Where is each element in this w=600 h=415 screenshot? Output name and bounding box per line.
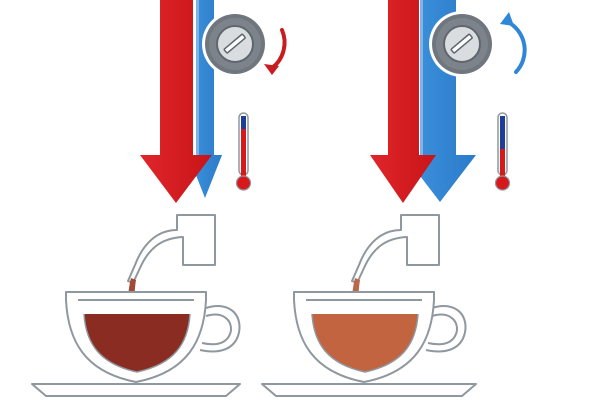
- valve-knob-icon[interactable]: [429, 11, 495, 77]
- rotation-arrow-icon: [264, 28, 287, 75]
- coffee-cup-icon: [31, 291, 241, 397]
- cold-water-arrow: [404, 0, 476, 202]
- spout-icon: [127, 214, 216, 284]
- coffee-cup-icon: [261, 291, 477, 397]
- panel-right: [261, 0, 527, 397]
- thermometer-icon: [235, 112, 252, 191]
- saucer: [31, 383, 241, 397]
- coffee-liquid: [312, 314, 418, 372]
- rotation-arrow-icon: [500, 12, 527, 74]
- hot-water-arrow: [140, 0, 212, 203]
- valve-knob-icon[interactable]: [202, 11, 268, 77]
- coffee-liquid: [84, 314, 190, 372]
- thermometer-icon: [494, 112, 511, 191]
- panel-left: [31, 0, 287, 397]
- spout-icon: [351, 214, 440, 284]
- saucer: [261, 383, 477, 397]
- hot-water-arrow: [370, 0, 436, 203]
